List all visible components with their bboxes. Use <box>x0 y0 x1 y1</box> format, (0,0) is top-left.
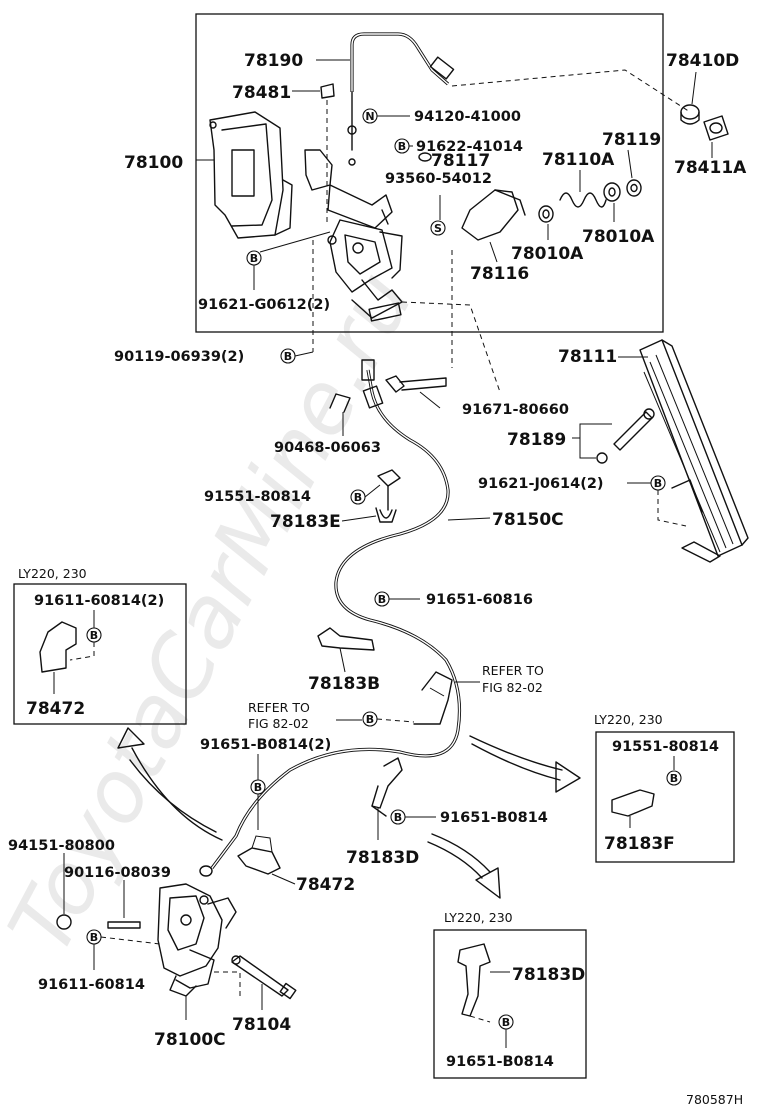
label-78010A-a: 78010A <box>511 244 584 264</box>
label-78100C: 78100C <box>154 1030 226 1050</box>
label-91651-60816: 91651-60816 <box>426 592 533 608</box>
inset-left-title: LY220, 230 <box>18 566 87 581</box>
inset-bottom-title: LY220, 230 <box>444 910 513 925</box>
svg-text:B: B <box>378 593 386 606</box>
inset-right: LY220, 230 91551-80814 B 78183F <box>594 712 735 863</box>
inset-left: LY220, 230 91611-60814(2) B 78472 <box>13 566 187 725</box>
label-91611-60814: 91611-60814 <box>38 977 145 993</box>
label-78481: 78481 <box>232 83 291 103</box>
inset-right-part-b: 78183F <box>604 834 675 854</box>
label-78104: 78104 <box>232 1015 291 1035</box>
arrow-to-right-inset <box>469 735 581 793</box>
cap-78410D <box>680 104 700 125</box>
label-91622-41014: 91622-41014 <box>416 139 523 155</box>
label-78111: 78111 <box>558 347 617 367</box>
washer-78117 <box>418 152 432 162</box>
svg-text:B: B <box>654 477 662 490</box>
cap-78411A <box>703 115 729 141</box>
label-94151-80800: 94151-80800 <box>8 838 115 854</box>
bushing-78010A-b <box>603 182 621 222</box>
label-90468-06063: 90468-06063 <box>274 440 381 456</box>
label-91651-B0814: 91651-B0814 <box>440 810 548 826</box>
svg-text:B: B <box>366 713 374 726</box>
cable-end-78190 <box>429 56 455 80</box>
label-91621-G0612: 91621-G0612(2) <box>198 297 330 313</box>
pedal-lever-assembly <box>304 149 403 322</box>
clip-90468-06063 <box>329 393 351 436</box>
svg-text:S: S <box>434 222 442 235</box>
inset-left-part-a: 91611-60814(2) <box>34 593 164 609</box>
clip-78481 <box>292 83 335 99</box>
refer-1-line2: FIG 82-02 <box>482 680 543 695</box>
label-91651-B0814-2: 91651-B0814(2) <box>200 737 331 753</box>
inset-left-part-b: 78472 <box>26 699 85 719</box>
label-78010A-b: 78010A <box>582 227 655 247</box>
label-78100: 78100 <box>124 153 183 173</box>
svg-text:B: B <box>284 350 292 363</box>
arrow-to-left-inset <box>117 727 223 841</box>
washer-78119 <box>626 149 642 197</box>
bracket-78100 <box>209 111 284 239</box>
inset-right-title: LY220, 230 <box>594 712 663 727</box>
inset-right-part-a: 91551-80814 <box>612 739 719 755</box>
spring-78110A <box>559 192 607 208</box>
throttle-bracket-78100C <box>157 883 237 997</box>
svg-text:B: B <box>354 491 362 504</box>
accelerator-pedal-78111 <box>639 339 749 563</box>
inset-bottom: LY220, 230 78183D B 91651-B0814 <box>433 910 587 1079</box>
label-78183D: 78183D <box>346 848 419 868</box>
svg-text:B: B <box>90 931 98 944</box>
label-94120-41000: 94120-41000 <box>414 109 521 125</box>
svg-text:B: B <box>394 811 402 824</box>
arrow-to-bottom-inset <box>427 833 501 899</box>
bracket-refer-1 <box>413 671 453 725</box>
clamp-78183E <box>375 469 401 523</box>
label-78117: 78117 <box>431 151 490 171</box>
refer-2-line2: FIG 82-02 <box>248 716 309 731</box>
inset-bottom-part-a: 78183D <box>512 965 585 985</box>
bolt-91671-80660 <box>385 375 447 409</box>
label-78410D: 78410D <box>666 51 739 71</box>
label-78110A: 78110A <box>542 150 615 170</box>
inset-bottom-part-b: 91651-B0814 <box>446 1054 554 1070</box>
diagram-id: 780587H <box>686 1092 743 1107</box>
svg-text:B: B <box>254 781 262 794</box>
label-78183B: 78183B <box>308 674 380 694</box>
refer-2-line1: REFER TO <box>248 700 310 715</box>
label-91621-J0614: 91621-J0614(2) <box>478 476 604 492</box>
bolt-78189 <box>596 408 655 464</box>
bracket-78183D <box>371 757 403 817</box>
label-93560-54012: 93560-54012 <box>385 171 492 187</box>
svg-text:B: B <box>250 252 258 265</box>
label-78150C: 78150C <box>492 510 564 530</box>
label-78189: 78189 <box>507 430 566 450</box>
label-90119-06939: 90119-06939(2) <box>114 349 244 365</box>
svg-text:B: B <box>502 1016 510 1029</box>
bracket-78183B <box>317 627 375 673</box>
svg-text:B: B <box>398 140 406 153</box>
label-78183E: 78183E <box>270 512 341 532</box>
label-91671-80660: 91671-80660 <box>462 402 569 418</box>
bracket-78472 <box>237 835 281 875</box>
label-91551-80814: 91551-80814 <box>204 489 311 505</box>
label-78472: 78472 <box>296 875 355 895</box>
refer-1-line1: REFER TO <box>482 663 544 678</box>
label-78116: 78116 <box>470 264 529 284</box>
bracket-78116 <box>461 189 519 241</box>
label-78190: 78190 <box>244 51 303 71</box>
bushing-78010A-a <box>538 205 554 240</box>
main-assembly-box <box>195 13 664 333</box>
svg-text:N: N <box>365 110 374 123</box>
nut-94151-80800 <box>56 914 72 930</box>
svg-text:B: B <box>90 629 98 642</box>
svg-text:B: B <box>670 772 678 785</box>
label-78411A: 78411A <box>674 158 747 178</box>
label-90116-08039: 90116-08039 <box>64 865 171 881</box>
label-78119: 78119 <box>602 130 661 150</box>
bolt-90116-08039 <box>107 921 141 929</box>
rod-78104 <box>231 955 297 1000</box>
